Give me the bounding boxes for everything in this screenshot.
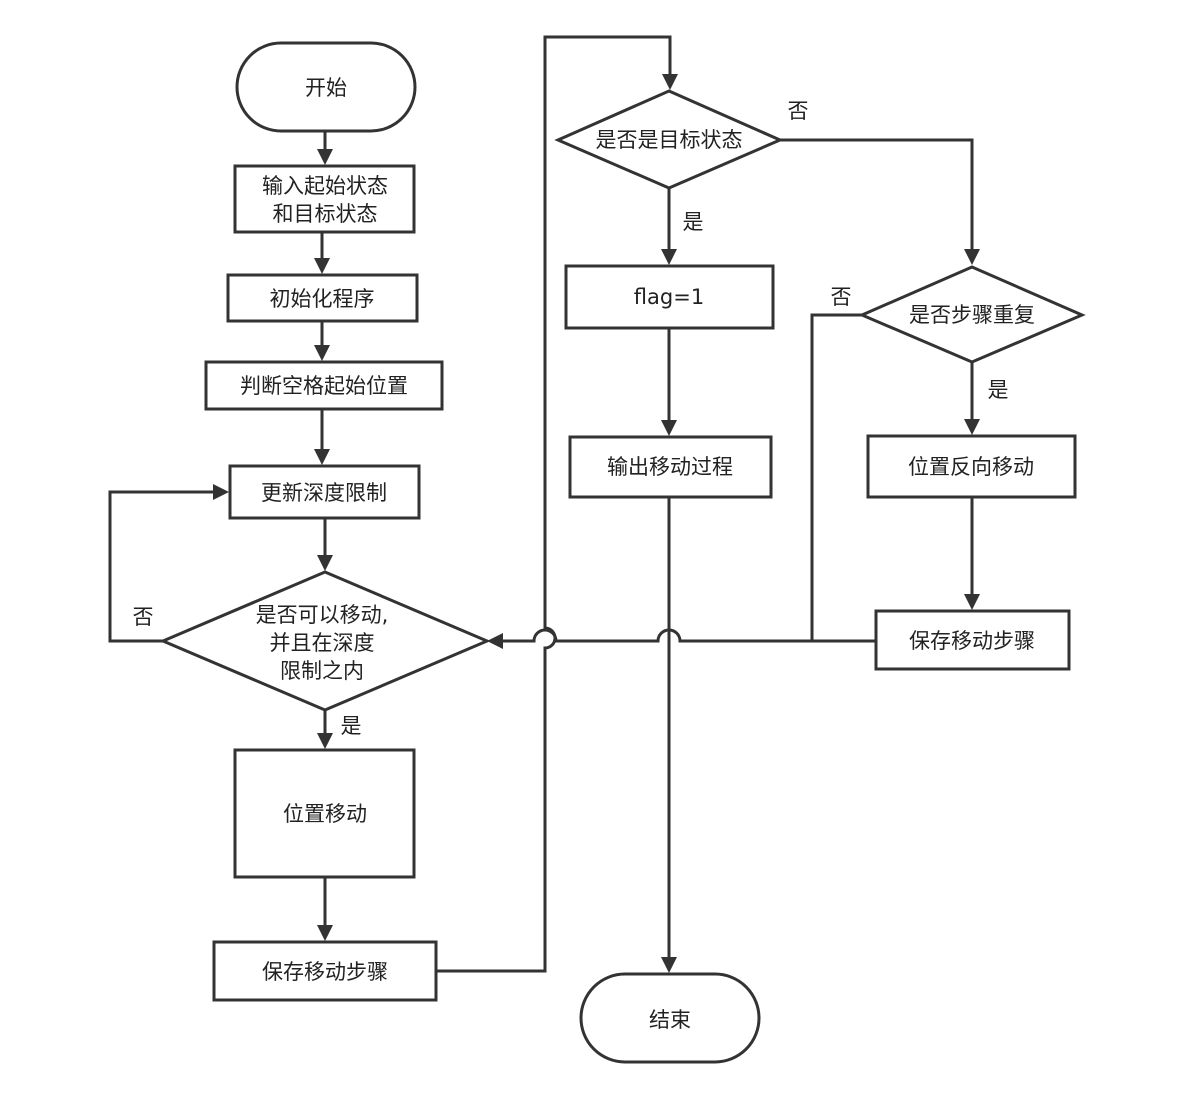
connectors [108,35,980,973]
arrowhead [317,925,333,941]
init-label: 初始化程序 [270,287,375,311]
can-move-decision: 是否可以移动, 并且在深度 限制之内 [159,570,491,712]
update-depth-label: 更新深度限制 [261,481,387,505]
save-steps-right-box: 保存移动步骤 [874,609,1071,671]
save-left-label: 保存移动步骤 [262,960,388,984]
edge-return-to-decision [503,628,876,643]
input-label-line1: 输入起始状态 [262,174,388,198]
flag-box: flag=1 [564,264,775,330]
move-box: 位置移动 [233,748,416,879]
arrowhead [314,345,330,361]
reverse-move-box: 位置反向移动 [866,434,1077,499]
arrowhead [314,449,330,465]
arrowhead [964,594,980,610]
can-move-label-line2: 并且在深度 [270,631,375,655]
is-target-decision: 是否是目标状态 [554,89,784,190]
arrowhead [964,419,980,435]
arrowhead [317,555,333,571]
find-blank-label: 判断空格起始位置 [240,374,408,398]
is-repeat-label: 是否步骤重复 [909,303,1035,327]
find-blank-box: 判断空格起始位置 [204,360,444,411]
edge-save-to-target-check [436,35,672,973]
edge-target-no [780,138,974,252]
can-move-label-line1: 是否可以移动, [256,603,389,627]
arrowhead [661,420,677,436]
is-target-label: 是否是目标状态 [596,128,743,152]
input-states-box: 输入起始状态 和目标状态 [233,164,416,234]
arrowhead [317,149,333,165]
arrowhead [662,74,678,90]
start-terminal: 开始 [235,41,417,133]
flag-label: flag=1 [634,285,704,309]
move-label: 位置移动 [283,802,367,826]
init-program-box: 初始化程序 [226,273,419,323]
output-process-box: 输出移动过程 [568,435,773,499]
end-terminal: 结束 [579,972,761,1064]
edge-depth-no-loop [108,490,215,643]
save-right-label: 保存移动步骤 [909,629,1035,653]
label-depth-no: 否 [133,605,154,629]
arrowhead [314,258,330,274]
output-label: 输出移动过程 [607,455,733,479]
start-label: 开始 [305,76,347,100]
update-depth-box: 更新深度限制 [228,464,421,520]
can-move-label-line3: 限制之内 [280,659,364,683]
label-repeat-yes: 是 [988,378,1009,402]
edge-repeat-no [810,313,862,641]
label-target-no: 否 [788,99,809,123]
end-label: 结束 [649,1008,691,1032]
arrowhead [487,633,503,649]
arrowhead [317,733,333,749]
label-target-yes: 是 [683,210,704,234]
arrowhead [213,484,229,500]
arrowhead [661,249,677,265]
input-label-line2: 和目标状态 [273,202,378,226]
save-steps-left-box: 保存移动步骤 [212,940,438,1002]
arrowhead [964,249,980,265]
arrowhead [661,957,677,973]
reverse-move-label: 位置反向移动 [908,455,1034,479]
is-repeat-decision: 是否步骤重复 [858,265,1086,364]
label-depth-yes: 是 [341,714,362,738]
edge-labels: 否 是 否 是 否 是 [133,99,1009,738]
label-repeat-no: 否 [831,285,852,309]
